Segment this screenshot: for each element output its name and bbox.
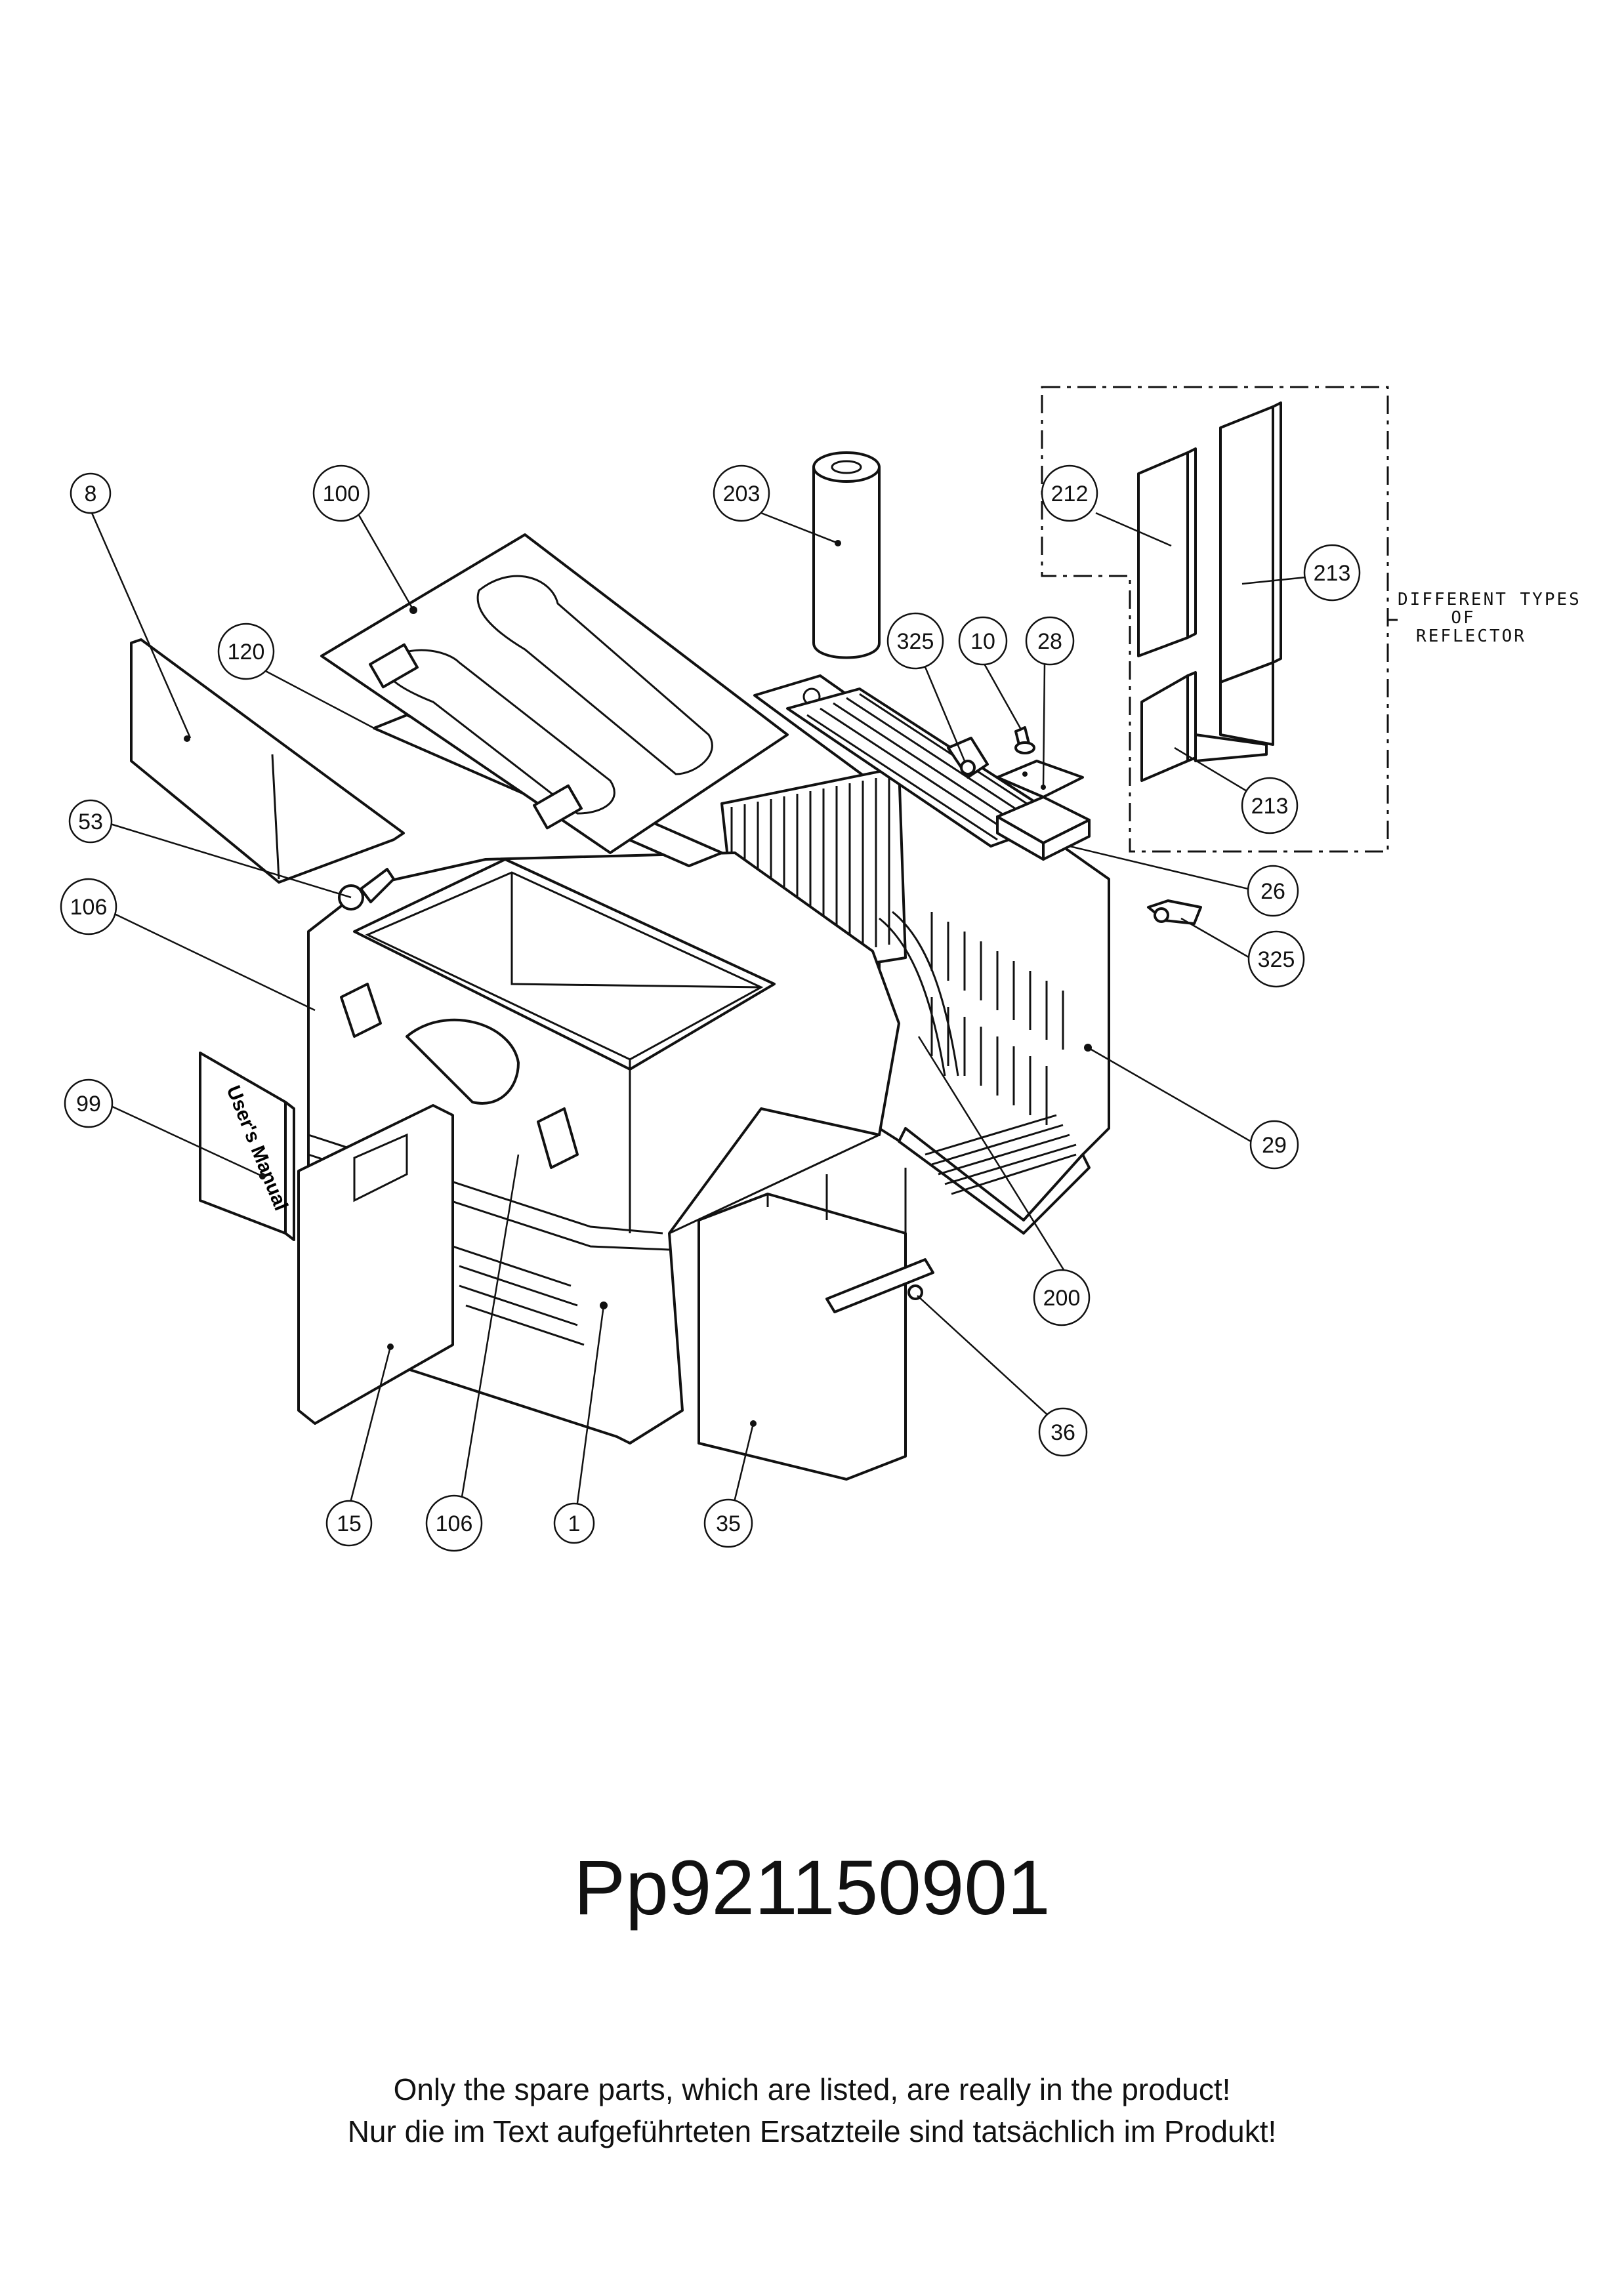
callout-35: 35 xyxy=(703,1498,753,1548)
svg-text:28: 28 xyxy=(1037,629,1062,654)
callout-325-lower: 325 xyxy=(1247,930,1305,988)
callout-203: 203 xyxy=(713,464,770,522)
side-panel-8 xyxy=(130,638,405,884)
svg-text:99: 99 xyxy=(76,1092,101,1117)
rear-panel-slots xyxy=(925,912,1077,1195)
door-panel-15 xyxy=(297,1104,454,1425)
spare-parts-note-english: Only the spare parts, which are listed, … xyxy=(393,2072,1231,2106)
callout-15: 15 xyxy=(325,1500,373,1547)
reflector-note-line-1: DIFFERENT TYPES xyxy=(1398,590,1581,609)
reflector-note-line-3: REFLECTOR xyxy=(1416,626,1526,646)
callout-10: 10 xyxy=(958,616,1008,666)
reflector-options-group: DIFFERENT TYPES OF REFLECTOR xyxy=(1041,386,1581,853)
svg-text:203: 203 xyxy=(723,482,760,506)
callout-213-upper: 213 xyxy=(1303,544,1361,602)
handle-36 xyxy=(825,1258,934,1313)
svg-text:200: 200 xyxy=(1043,1286,1081,1311)
svg-text:29: 29 xyxy=(1262,1133,1287,1158)
callout-36: 36 xyxy=(1038,1407,1088,1457)
reflector-213-short xyxy=(1140,671,1268,782)
svg-text:1: 1 xyxy=(568,1511,581,1536)
svg-text:325: 325 xyxy=(897,629,934,654)
svg-text:26: 26 xyxy=(1260,879,1285,904)
callout-212: 212 xyxy=(1041,464,1098,522)
callout-100: 100 xyxy=(312,464,370,522)
svg-text:212: 212 xyxy=(1051,482,1089,506)
callout-120: 120 xyxy=(217,623,275,680)
svg-text:53: 53 xyxy=(78,810,103,834)
callout-106-upper: 106 xyxy=(60,878,117,935)
ignition-325-lower xyxy=(1147,899,1202,925)
ignition-325-upper xyxy=(947,737,989,779)
svg-text:213: 213 xyxy=(1314,561,1351,586)
callout-200: 200 xyxy=(1033,1269,1091,1326)
svg-text:10: 10 xyxy=(970,629,995,654)
model-number: Pp921150901 xyxy=(573,1845,1051,1931)
main-housing-1 xyxy=(307,851,900,1445)
callout-325-upper: 325 xyxy=(886,612,944,670)
reflector-213-tall xyxy=(1219,401,1282,746)
svg-text:120: 120 xyxy=(228,640,265,665)
callout-29: 29 xyxy=(1249,1120,1299,1170)
reflector-212 xyxy=(1137,447,1197,657)
spare-parts-note-german: Nur die im Text aufgeführteten Ersatztei… xyxy=(347,2114,1277,2148)
callout-99: 99 xyxy=(64,1078,114,1128)
reflector-note-line-2: OF xyxy=(1451,608,1475,628)
svg-text:106: 106 xyxy=(70,895,108,920)
svg-text:100: 100 xyxy=(323,482,360,506)
callout-213-lower: 213 xyxy=(1241,777,1299,834)
valve-10 xyxy=(1014,726,1035,754)
svg-text:15: 15 xyxy=(337,1511,362,1536)
callout-26: 26 xyxy=(1247,865,1299,917)
control-box-26 xyxy=(996,796,1091,861)
callout-1: 1 xyxy=(553,1502,595,1544)
svg-text:8: 8 xyxy=(85,482,97,506)
callout-leaders xyxy=(91,512,1306,1513)
bottle-cover-35 xyxy=(697,1168,907,1481)
callout-53: 53 xyxy=(68,799,113,844)
svg-text:36: 36 xyxy=(1051,1420,1075,1445)
callout-28: 28 xyxy=(1025,616,1075,666)
lid-100 xyxy=(320,533,789,854)
callout-8: 8 xyxy=(70,472,112,514)
reflector-options-boundary xyxy=(1041,386,1389,853)
svg-text:35: 35 xyxy=(716,1511,741,1536)
users-manual-99: User's Manual xyxy=(199,1052,295,1241)
svg-text:106: 106 xyxy=(436,1511,473,1536)
svg-text:213: 213 xyxy=(1251,794,1289,819)
cylinder-203 xyxy=(812,451,881,659)
callout-106-lower: 106 xyxy=(425,1494,483,1552)
svg-text:325: 325 xyxy=(1258,947,1295,972)
